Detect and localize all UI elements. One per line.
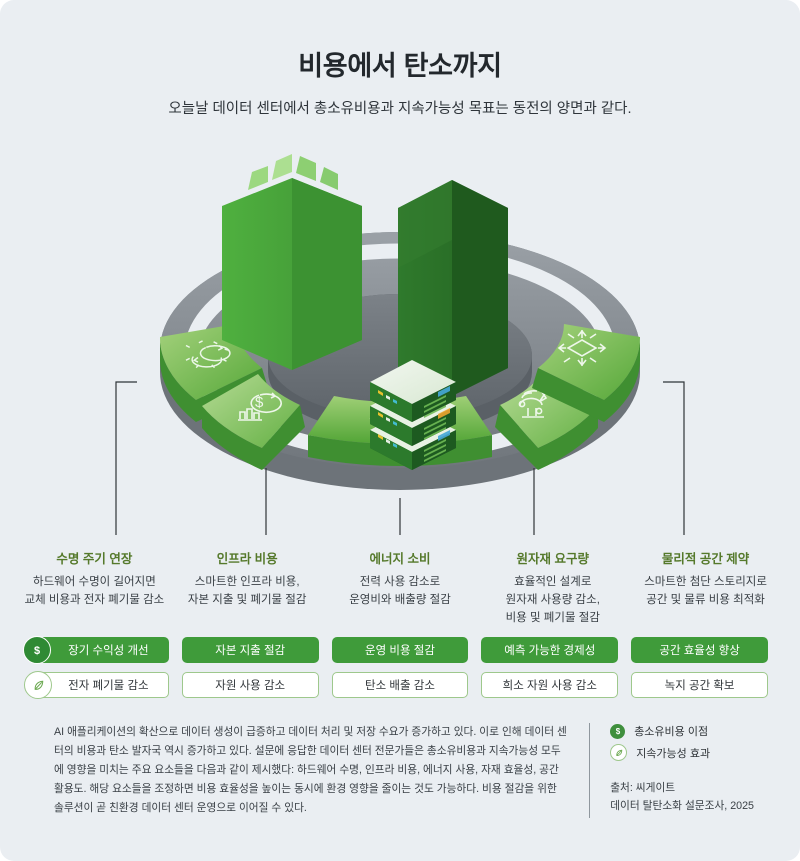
benefit-pill-rows: $ 장기 수익성 개선 자본 지출 절감 운영 비용 절감 예측 가능한 경제성… (23, 636, 768, 707)
source-line: 출처: 씨게이트 (610, 782, 676, 794)
svg-text:$: $ (34, 645, 40, 657)
desc-line: 공간 및 물류 비용 최적화 (646, 593, 765, 606)
sustainability-benefit-row: 전자 폐기물 감소 자원 사용 감소 탄소 배출 감소 희소 자원 사용 감소 … (24, 671, 768, 699)
cost-benefit-row: $ 장기 수익성 개선 자본 지출 절감 운영 비용 절감 예측 가능한 경제성… (23, 636, 768, 664)
desc-line: 원자재 사용량 감소, (505, 593, 600, 606)
footer-legend-area: $ 총소유비용 이점 지속가능성 효과 출처: 씨게이트 데이터 탈탄소화 설문… (589, 723, 754, 819)
pill-label: 예측 가능한 경제성 (504, 645, 596, 657)
desc-line: 자본 지출 및 폐기물 절감 (187, 593, 307, 606)
category-energy: 에너지 소비 전력 사용 감소로 운영비와 배출량 절감 (324, 548, 477, 610)
pill-cost-3[interactable]: 운영 비용 절감 (331, 637, 469, 663)
category-label-row: 수명 주기 연장 하드웨어 수명이 길어지면 교체 비용과 전자 폐기물 감소 … (18, 548, 782, 627)
category-desc: 스마트한 첨단 스토리지로 공간 및 물류 비용 최적화 (633, 574, 778, 610)
pill-label: 장기 수익성 개선 (68, 645, 149, 657)
desc-line: 비용 및 폐기물 절감 (505, 611, 600, 624)
server-rack-icon (370, 360, 456, 470)
legend-label: 총소유비용 이점 (634, 726, 709, 738)
desc-line: 스마트한 첨단 스토리지로 (644, 576, 767, 588)
pill-cost-1[interactable]: $ 장기 수익성 개선 (23, 636, 169, 664)
pill-sust-4[interactable]: 희소 자원 사용 감소 (481, 672, 619, 698)
footer: AI 애플리케이션의 확산으로 데이터 생성이 급증하고 데이터 처리 및 저장… (54, 723, 754, 819)
page-subtitle: 오늘날 데이터 센터에서 총소유비용과 지속가능성 목표는 동전의 양면과 같다… (168, 101, 632, 117)
pill-cost-5[interactable]: 공간 효율성 향상 (631, 637, 768, 663)
dollar-icon: $ (610, 723, 626, 739)
pill-label: 녹지 공간 확보 (664, 680, 735, 692)
category-space: 물리적 공간 제약 스마트한 첨단 스토리지로 공간 및 물류 비용 최적화 (629, 548, 782, 610)
pill-label: 탄소 배출 감소 (365, 680, 435, 692)
wheel-segment-space (532, 324, 641, 422)
category-desc: 하드웨어 수명이 길어지면 교체 비용과 전자 폐기물 감소 (22, 574, 167, 610)
category-title: 수명 주기 연장 (56, 552, 133, 566)
desc-line: 운영비와 배출량 절감 (349, 593, 451, 606)
legend-item-tco: $ 총소유비용 이점 (610, 723, 754, 739)
category-title: 원자재 요구량 (516, 552, 590, 566)
source-line: 데이터 탈탄소화 설문조사, 2025 (610, 800, 754, 813)
footer-paragraph: AI 애플리케이션의 확산으로 데이터 생성이 급증하고 데이터 처리 및 저장… (54, 726, 567, 815)
pill-label: 운영 비용 절감 (365, 645, 435, 657)
category-desc: 전력 사용 감소로 운영비와 배출량 절감 (328, 574, 473, 610)
wheel-segment-infrastructure: $ (202, 374, 305, 470)
pill-sust-2[interactable]: 자원 사용 감소 (181, 672, 319, 698)
svg-text:$: $ (255, 394, 264, 411)
leaf-icon (24, 671, 52, 699)
donut-wheel-graphic: $ (0, 118, 800, 518)
pill-label: 전자 폐기물 감소 (68, 680, 149, 692)
category-infrastructure: 인프라 비용 스마트한 인프라 비용, 자본 지출 및 폐기물 절감 (171, 548, 324, 610)
center-buildings (222, 154, 508, 470)
pill-sust-1[interactable]: 전자 폐기물 감소 (24, 671, 169, 699)
data-center-building-icon (222, 154, 362, 370)
pill-label: 자원 사용 감소 (215, 680, 286, 692)
header: 비용에서 탄소까지 오늘날 데이터 센터에서 총소유비용과 지속가능성 목표는 … (0, 44, 800, 118)
pill-label: 희소 자원 사용 감소 (502, 680, 597, 692)
category-title: 인프라 비용 (216, 552, 278, 566)
desc-line: 하드웨어 수명이 길어지면 (33, 576, 156, 588)
pill-sust-3[interactable]: 탄소 배출 감소 (331, 672, 469, 698)
pill-label: 공간 효율성 향상 (659, 645, 740, 657)
legend-label: 지속가능성 효과 (636, 747, 711, 760)
source-note: 출처: 씨게이트 데이터 탈탄소화 설문조사, 2025 (610, 779, 754, 815)
desc-line: 전력 사용 감소로 (359, 576, 441, 588)
legend-item-sustainability: 지속가능성 효과 (610, 744, 754, 761)
category-desc: 효율적인 설계로 원자재 사용량 감소, 비용 및 폐기물 절감 (480, 574, 625, 627)
desc-line: 효율적인 설계로 (514, 576, 592, 588)
category-title: 에너지 소비 (369, 552, 431, 566)
desc-line: 스마트한 인프라 비용, (194, 576, 300, 588)
desc-line: 교체 비용과 전자 폐기물 감소 (24, 593, 165, 606)
category-lifecycle: 수명 주기 연장 하드웨어 수명이 길어지면 교체 비용과 전자 폐기물 감소 (18, 548, 171, 610)
data-center-tower-icon (398, 180, 508, 396)
page-title: 비용에서 탄소까지 (298, 51, 502, 81)
dollar-icon: $ (23, 636, 51, 664)
category-desc: 스마트한 인프라 비용, 자본 지출 및 폐기물 절감 (175, 574, 320, 610)
category-materials: 원자재 요구량 효율적인 설계로 원자재 사용량 감소, 비용 및 폐기물 절감 (476, 548, 629, 627)
pill-cost-2[interactable]: 자본 지출 절감 (181, 637, 319, 663)
svg-text:$: $ (615, 727, 620, 736)
category-title: 물리적 공간 제약 (661, 552, 750, 566)
pill-sust-5[interactable]: 녹지 공간 확보 (631, 672, 768, 698)
pill-label: 자본 지출 절감 (215, 645, 286, 657)
leaf-icon (610, 744, 628, 761)
pill-cost-4[interactable]: 예측 가능한 경제성 (481, 637, 619, 663)
